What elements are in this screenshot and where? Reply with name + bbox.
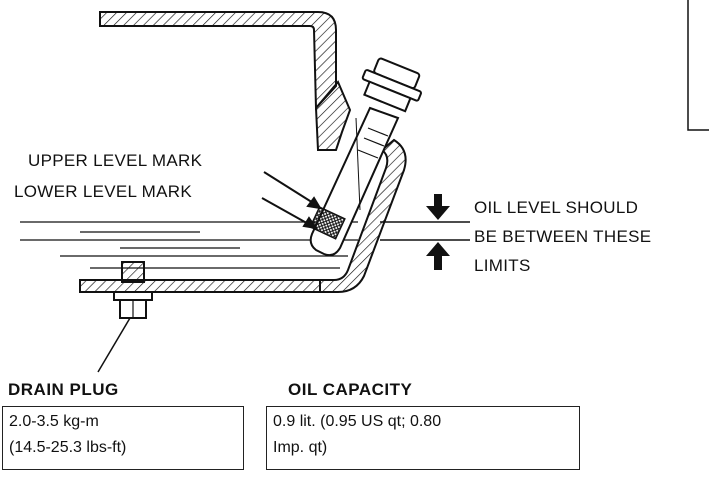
level-mark-leaders — [261, 171, 322, 230]
drain-plug — [113, 261, 153, 319]
drain-plug-torque-imperial: (14.5-25.3 lbs-ft) — [9, 439, 127, 456]
oil-capacity-spec-box: 0.9 lit. (0.95 US qt; 0.80 Imp. qt) — [266, 406, 580, 470]
drain-plug-spec-box: 2.0-3.5 kg-m (14.5-25.3 lbs-ft) — [2, 406, 244, 470]
oil-capacity-value-line2: Imp. qt) — [273, 439, 328, 456]
oil-level-note-line3: LIMITS — [474, 256, 531, 275]
level-mark-band — [309, 206, 346, 240]
pan-bottom-wall — [79, 279, 321, 293]
oil-level-note-line1: OIL LEVEL SHOULD — [474, 198, 639, 217]
oil-surface-lines — [20, 221, 358, 269]
dipstick-boss — [314, 80, 352, 151]
upper-level-mark-label: UPPER LEVEL MARK — [28, 151, 203, 170]
drain-plug-leader — [97, 317, 131, 373]
oil-capacity-value-line1: 0.9 lit. (0.95 US qt; 0.80 — [273, 413, 442, 430]
lower-level-mark-label: LOWER LEVEL MARK — [14, 182, 192, 201]
drain-plug-torque-metric: 2.0-3.5 kg-m — [9, 413, 99, 430]
partial-frame-top-right — [687, 0, 709, 131]
oil-level-note-line2: BE BETWEEN THESE — [474, 227, 652, 246]
dipstick-cap — [361, 57, 422, 113]
level-limit-markers — [380, 194, 470, 270]
crankcase-top-wall — [99, 11, 337, 111]
drain-plug-heading: DRAIN PLUG — [8, 380, 119, 399]
oil-capacity-heading: OIL CAPACITY — [288, 380, 413, 399]
